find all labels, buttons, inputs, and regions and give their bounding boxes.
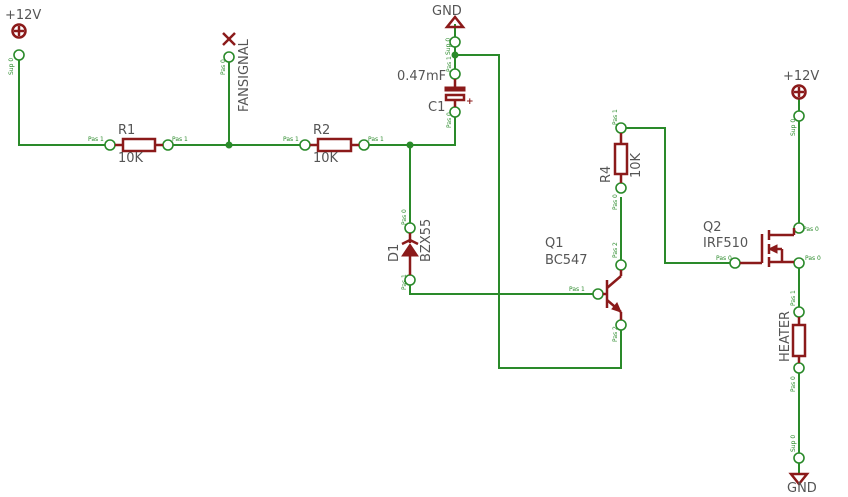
wire-r2-c1[interactable]	[363, 111, 456, 146]
junction-gnd-top	[451, 51, 459, 59]
fansignal-pin-label: Pas 0	[220, 59, 227, 75]
r2-pin-left: Pas 1	[283, 136, 299, 143]
heater-pin-top: Pas 1	[790, 290, 797, 306]
vcc-left-label: +12V	[5, 8, 41, 23]
gnd-top-symbol[interactable]: GND Sup 0	[432, 4, 466, 55]
c1-value: 0.47mF	[397, 69, 446, 84]
junction-fansignal	[225, 141, 233, 149]
gnd-bottom-pin-label: Sup 0	[790, 435, 797, 452]
c1-name: C1	[428, 100, 445, 115]
gnd-bottom-symbol[interactable]: GND Sup 0	[787, 435, 817, 496]
vcc-right-pin-label: Sup 0	[790, 119, 797, 136]
q1-value: BC547	[545, 253, 588, 268]
c1-pin-bottom: Pas 0	[446, 112, 453, 128]
r4-pin-bottom: Pas 0	[612, 194, 619, 210]
q2-pin-source: Pas 0	[805, 255, 821, 262]
q1-pin-collector: Pas 2	[612, 242, 619, 258]
q2-pin-gate: Pas 0	[716, 255, 732, 262]
q1-pin-emitter: Pas 2	[612, 326, 619, 342]
q2-value: IRF510	[703, 236, 748, 251]
wire-vcc-left[interactable]	[18, 54, 111, 146]
resistor-heater[interactable]: HEATER Pas 1 Pas 0	[778, 290, 807, 392]
resistor-r2[interactable]: R2 10K Pas 1 Pas 1	[283, 123, 384, 166]
fansignal-label: FANSIGNAL	[237, 38, 252, 112]
transistor-q1[interactable]: Q1 BC547 Pas 2 Pas 1 Pas 2	[545, 236, 627, 342]
gnd-bottom-label: GND	[787, 481, 817, 496]
r1-pin-right: Pas 1	[172, 136, 188, 143]
d1-pin-top: Pas 0	[401, 209, 408, 225]
zener-diode-d1[interactable]: D1 BZX55 Pas 0 Pas 1	[387, 209, 434, 290]
r1-name: R1	[118, 123, 135, 138]
wire-r4-q2-gate[interactable]	[620, 127, 736, 264]
q1-pin-base: Pas 1	[569, 286, 585, 293]
c1-pin-top: Pas 1	[446, 56, 453, 72]
r1-pin-left: Pas 1	[88, 136, 104, 143]
d1-pin-bottom: Pas 1	[401, 274, 408, 290]
r2-value: 10K	[313, 151, 339, 166]
q1-name: Q1	[545, 236, 564, 251]
fansignal-net[interactable]: Pas 0 FANSIGNAL	[220, 32, 252, 112]
vcc-left-symbol[interactable]: +12V Sup 0	[5, 8, 41, 75]
gnd-top-label: GND	[432, 4, 462, 19]
junction-zener	[406, 141, 414, 149]
vcc-left-pin-label: Sup 0	[8, 58, 15, 75]
q2-name: Q2	[703, 220, 722, 235]
capacitor-c1[interactable]: + 0.47mF C1 Pas 1 Pas 0	[397, 56, 474, 128]
vcc-right-symbol[interactable]: +12V Sup 0	[783, 69, 819, 136]
c1-polarity-mark: +	[466, 97, 474, 107]
r2-name: R2	[313, 123, 330, 138]
gnd-top-pin-label: Sup 0	[445, 38, 452, 55]
r4-value: 10K	[629, 152, 644, 178]
q2-pin-drain: Pas 0	[803, 226, 819, 233]
wire-gnd-emitter[interactable]	[454, 54, 622, 369]
d1-name: D1	[387, 244, 402, 262]
heater-name: HEATER	[778, 311, 793, 362]
r1-value: 10K	[118, 151, 144, 166]
heater-pin-bottom: Pas 0	[790, 376, 797, 392]
r2-pin-right: Pas 1	[368, 136, 384, 143]
resistor-r4[interactable]: R4 10K Pas 1 Pas 0	[599, 109, 644, 210]
r4-pin-top: Pas 1	[612, 109, 619, 125]
d1-value: BZX55	[419, 219, 434, 262]
resistor-r1[interactable]: R1 10K Pas 1 Pas 1	[88, 123, 188, 166]
vcc-right-label: +12V	[783, 69, 819, 84]
mosfet-q2[interactable]: Q2 IRF510 Pas 0 Pas 0 Pas 0	[703, 220, 821, 269]
r4-name: R4	[599, 166, 614, 183]
